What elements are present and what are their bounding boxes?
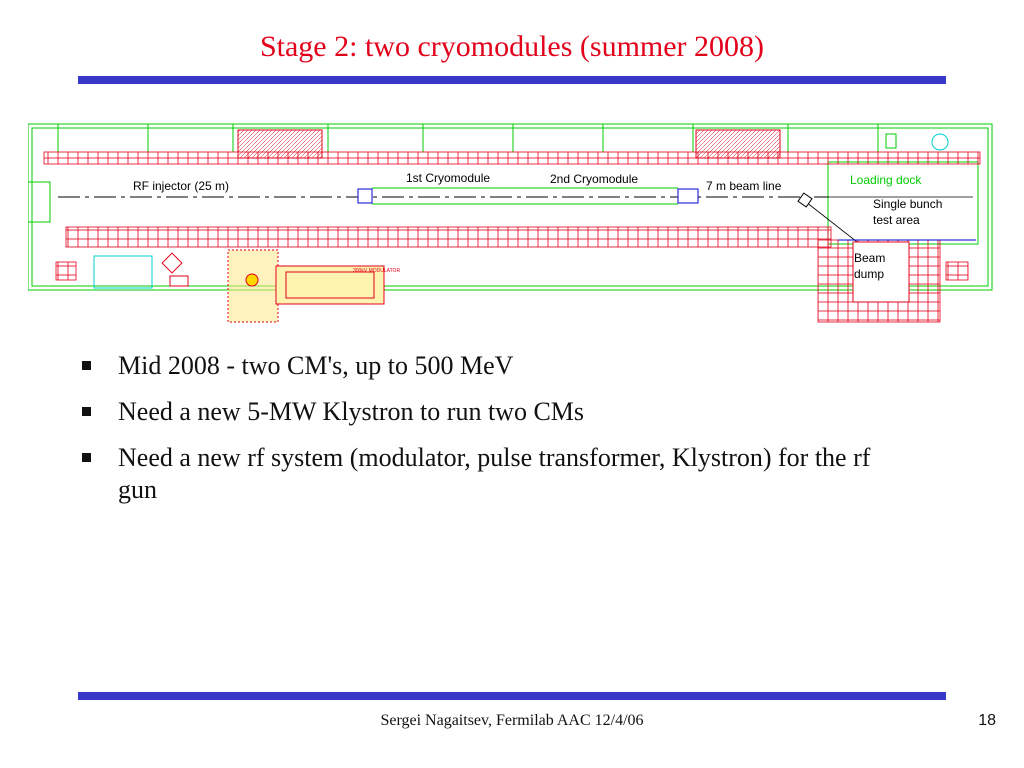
bullet-marker-icon xyxy=(82,407,91,416)
equipment xyxy=(93,133,976,323)
facility-floor-plan: RF injector (25 m) 1st Cryomodule 2nd Cr… xyxy=(28,123,993,323)
building-walls xyxy=(28,123,993,291)
label-modulator: 300kV MODULATOR xyxy=(353,268,400,274)
shielding-left xyxy=(55,261,77,281)
label-loading-dock: Loading dock xyxy=(850,173,922,187)
shielding-right xyxy=(945,261,969,281)
label-test-area: test area xyxy=(873,213,920,227)
cryomodule-housings xyxy=(237,129,781,159)
label-single-bunch: Single bunch xyxy=(873,197,942,211)
label-beam-line: 7 m beam line xyxy=(706,179,782,193)
bullet-list: Mid 2008 - two CM's, up to 500 MeV Need … xyxy=(82,350,882,520)
label-dump: dump xyxy=(854,267,884,281)
bullet-marker-icon xyxy=(82,453,91,462)
label-cryomodule-1: 1st Cryomodule xyxy=(406,171,490,185)
top-divider xyxy=(78,76,946,84)
bottom-divider xyxy=(78,692,946,700)
bullet-marker-icon xyxy=(82,361,91,370)
beam-line xyxy=(58,187,973,275)
slide-footer: Sergei Nagaitsev, Fermilab AAC 12/4/06 xyxy=(380,712,644,729)
shielding-top xyxy=(43,151,981,165)
bullet-item: Need a new rf system (modulator, pulse t… xyxy=(82,442,882,506)
slide-title: Stage 2: two cryomodules (summer 2008) xyxy=(259,30,765,63)
bullet-item: Need a new 5-MW Klystron to run two CMs xyxy=(82,396,882,428)
page-number: 18 xyxy=(978,712,996,729)
shielding-bottom xyxy=(65,226,832,248)
label-beam: Beam xyxy=(854,251,885,265)
label-cryomodule-2: 2nd Cryomodule xyxy=(550,172,638,186)
label-rf-injector: RF injector (25 m) xyxy=(133,179,229,193)
bullet-item: Mid 2008 - two CM's, up to 500 MeV xyxy=(82,350,882,382)
